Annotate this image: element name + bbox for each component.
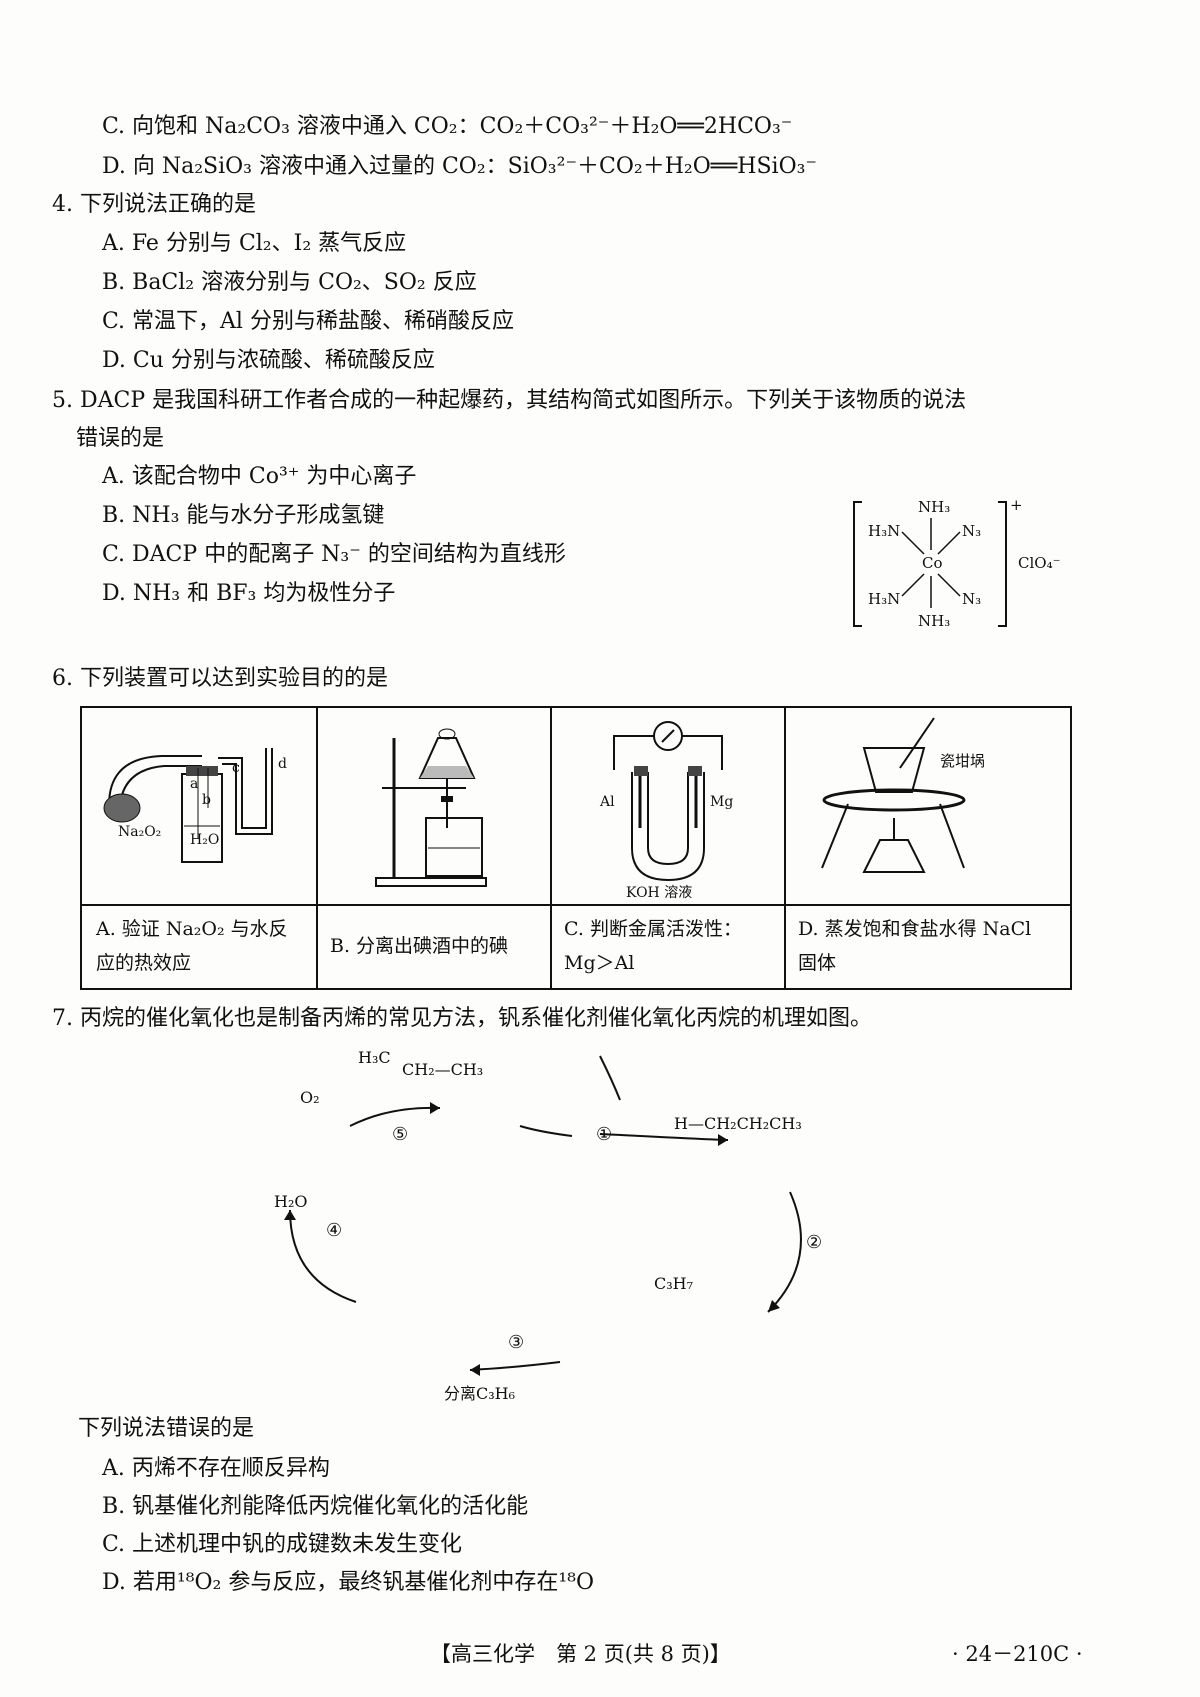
label-na2o2: Na₂O₂ (118, 824, 162, 840)
struct-ll-ligand: H₃N (868, 590, 901, 608)
apparatus-b: B. 分离出碘酒中的碘 (316, 708, 552, 988)
mechanism-diagram: ⑤ ① ② ③ ④ H₃C CH₂—CH₃ O₂ H₂O 分离C₃H₆ H—CH… (180, 1040, 1000, 1403)
apparatus-table: a b c d Na₂O₂ H₂O A. 验证 Na₂O₂ 与水反应的热效应 B… (80, 706, 1072, 990)
caption-b: B. 分离出碘酒中的碘 (316, 904, 550, 988)
apparatus-a: a b c d Na₂O₂ H₂O A. 验证 Na₂O₂ 与水反应的热效应 (82, 708, 318, 988)
apparatus-c: Al Mg KOH 溶液 C. 判断金属活泼性：Mg＞Al (550, 708, 786, 988)
struct-top-ligand: NH₃ (918, 498, 951, 516)
q5-option-a: A. 该配合物中 Co³⁺ 为中心离子 (102, 464, 417, 489)
q5-option-b: B. NH₃ 能与水分子形成氢键 (102, 503, 385, 528)
label-koh: KOH 溶液 (626, 885, 693, 901)
struct-ul-ligand: H₃N (868, 522, 901, 540)
exam-code: · 24－210C · (952, 1642, 1083, 1666)
dacp-structure: NH₃ H₃N N₃ Co H₃N N₃ NH₃ + ClO₄⁻ (850, 494, 1080, 634)
label-crucible: 瓷坩埚 (940, 752, 986, 770)
propane-label-2: CH₂—CH₃ (402, 1060, 484, 1079)
o2-label: O₂ (300, 1088, 320, 1107)
caption-d: D. 蒸发饱和食盐水得 NaCl 固体 (784, 904, 1070, 988)
q5-stem-line2: 错误的是 (76, 426, 165, 451)
struct-lr-ligand: N₃ (962, 590, 982, 608)
q3-option-c: C. 向饱和 Na₂CO₃ 溶液中通入 CO₂：CO₂＋CO₃²⁻＋H₂O══2… (102, 114, 793, 139)
caption-a: A. 验证 Na₂O₂ 与水反应的热效应 (82, 904, 316, 988)
caption-c: C. 判断金属活泼性：Mg＞Al (550, 904, 784, 988)
q7-option-c: C. 上述机理中钒的成键数未发生变化 (102, 1532, 463, 1557)
q4-option-a: A. Fe 分别与 Cl₂、I₂ 蒸气反应 (102, 231, 407, 256)
struct-charge: + (1010, 496, 1023, 514)
q7-stem2: 下列说法错误的是 (78, 1416, 255, 1441)
label-c: c (232, 760, 240, 776)
q4-option-d: D. Cu 分别与浓硫酸、稀硫酸反应 (102, 348, 435, 373)
label-h2o: H₂O (190, 832, 220, 848)
q5-option-c: C. DACP 中的配离子 N₃⁻ 的空间结构为直线形 (102, 542, 566, 567)
apparatus-d: 瓷坩埚 D. 蒸发饱和食盐水得 NaCl 固体 (784, 708, 1070, 988)
step-1: ① (596, 1124, 613, 1145)
q5-stem-line1: 5. DACP 是我国科研工作者合成的一种起爆药，其结构简式如图所示。下列关于该… (52, 388, 967, 413)
q4-option-b: B. BaCl₂ 溶液分别与 CO₂、SO₂ 反应 (102, 270, 477, 295)
chain-label: H—CH₂CH₂CH₃ (674, 1114, 802, 1133)
struct-ur-ligand: N₃ (962, 522, 982, 540)
separate-c3h6-label: 分离C₃H₆ (444, 1384, 516, 1403)
step-5: ⑤ (392, 1124, 409, 1145)
label-a: a (190, 776, 199, 792)
q7-option-a: A. 丙烯不存在顺反异构 (102, 1456, 330, 1481)
label-d: d (278, 756, 287, 772)
label-mg: Mg (710, 794, 734, 810)
q7-stem: 7. 丙烷的催化氧化也是制备丙烯的常见方法，钒系催化剂催化氧化丙烷的机理如图。 (52, 1006, 872, 1031)
step-2: ② (806, 1232, 823, 1253)
q3-option-d: D. 向 Na₂SiO₃ 溶液中通入过量的 CO₂：SiO₃²⁻＋CO₂＋H₂O… (102, 154, 818, 179)
label-al: Al (600, 794, 615, 810)
propane-label-1: H₃C (358, 1048, 391, 1067)
q7-option-d: D. 若用¹⁸O₂ 参与反应，最终钒基催化剂中存在¹⁸O (102, 1570, 595, 1595)
step-3: ③ (508, 1332, 525, 1353)
q4-stem: 4. 下列说法正确的是 (52, 192, 256, 217)
q7-option-b: B. 钒基催化剂能降低丙烷催化氧化的活化能 (102, 1494, 529, 1519)
q4-option-c: C. 常温下，Al 分别与稀盐酸、稀硝酸反应 (102, 309, 514, 334)
h2o-label: H₂O (274, 1192, 308, 1211)
q5-option-d: D. NH₃ 和 BF₃ 均为极性分子 (102, 581, 396, 606)
struct-bottom-ligand: NH₃ (918, 612, 951, 630)
page-footer: 【高三化学 第 2 页(共 8 页)】 (430, 1642, 731, 1666)
step-4: ④ (326, 1220, 343, 1241)
struct-center-co: Co (922, 554, 943, 572)
struct-anion: ClO₄⁻ (1018, 554, 1061, 572)
q6-stem: 6. 下列装置可以达到实验目的的是 (52, 666, 388, 691)
c3h7-label: C₃H₇ (654, 1274, 694, 1293)
label-b: b (202, 792, 211, 808)
